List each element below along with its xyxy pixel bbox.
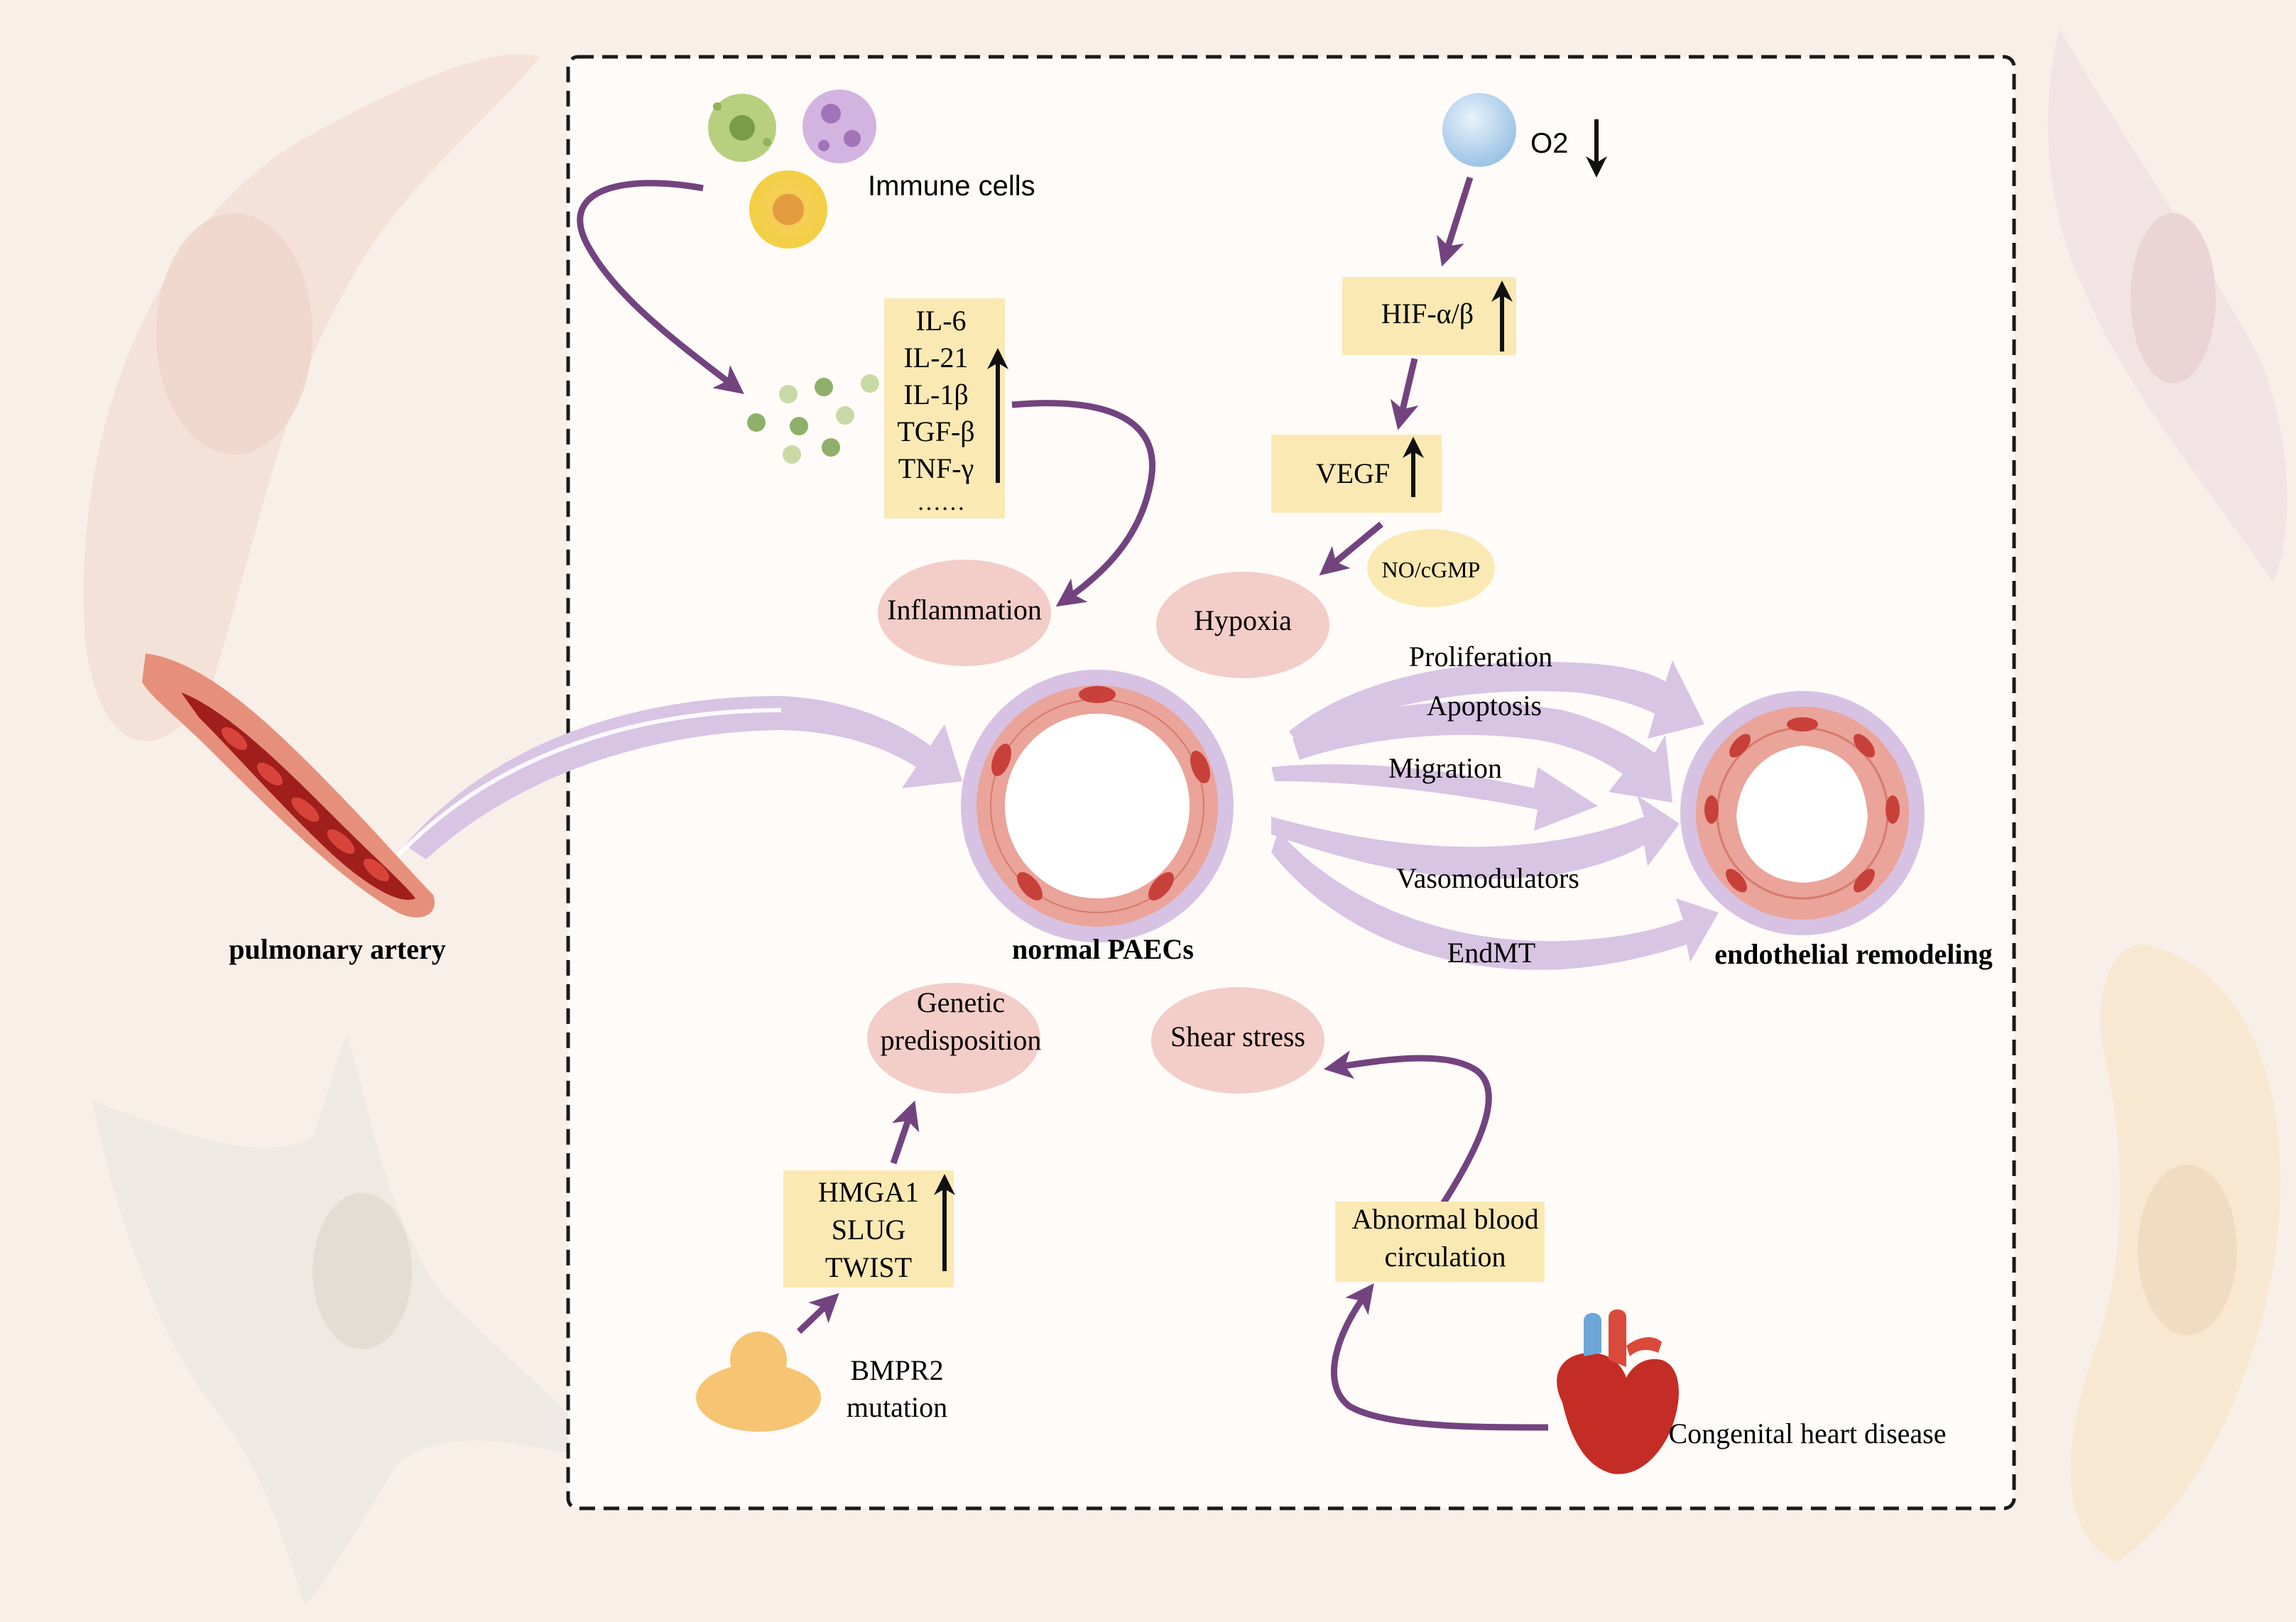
hif-to-vegf-arrow <box>1390 357 1419 430</box>
vegf-label: VEGF <box>1316 457 1390 489</box>
o2-label: O2 <box>1530 128 1568 159</box>
bmpr2-to-genes-arrow <box>796 1292 839 1334</box>
apoptosis-arrow <box>1293 702 1672 802</box>
genetic-predisposition-label-1: Genetic <box>917 986 1005 1018</box>
artery-to-paecs-arrow <box>405 696 962 859</box>
endothelial-remodeling-label: endothelial remodeling <box>1714 938 1992 970</box>
hif-box <box>1342 277 1516 355</box>
genetic-predisposition-label-2: predisposition <box>881 1024 1042 1056</box>
vegf-to-hypoxia-arrow <box>1319 521 1383 576</box>
apoptosis-label: Apoptosis <box>1427 690 1542 722</box>
pulmonary-artery-label: pulmonary artery <box>229 933 446 965</box>
cytokine-ellipsis: …… <box>917 489 965 516</box>
cytokine-tgfb: TGF-β <box>897 415 974 447</box>
abnormal-blood-box <box>1335 1202 1545 1282</box>
endothelial-remodeling-illustration <box>1680 691 1925 935</box>
cytokine-box <box>884 298 1005 518</box>
bg-cell-shape <box>83 54 540 741</box>
abnormal-blood-label-2: circulation <box>1384 1241 1506 1273</box>
bg-cell-nucleus <box>2138 1165 2237 1335</box>
genes-box <box>783 1170 954 1288</box>
hypoxia-oval <box>1156 572 1329 678</box>
no-cgmp-label: NO/cGMP <box>1382 557 1481 582</box>
cytokine-il21: IL-21 <box>903 342 968 374</box>
vasomodulators-label: Vasomodulators <box>1396 862 1579 894</box>
normal-paecs-label: normal PAECs <box>1012 933 1194 965</box>
abnormal-blood-label-1: Abnormal blood <box>1351 1203 1538 1235</box>
cytokine-il1b: IL-1β <box>903 379 968 410</box>
proliferation-label: Proliferation <box>1409 641 1552 673</box>
no-cgmp-oval <box>1367 529 1495 607</box>
pulmonary-artery-illustration <box>142 653 435 918</box>
endmt-arrow <box>1271 831 1719 970</box>
artery-highlight <box>396 708 782 858</box>
o2-to-hif-arrow <box>1437 176 1474 267</box>
heart-icon <box>1557 1309 1679 1474</box>
gene-hmga1: HMGA1 <box>818 1176 919 1208</box>
cytokine-dots <box>747 374 879 464</box>
bmpr2-protein-icon <box>696 1332 821 1432</box>
migration-arrow <box>1271 764 1598 831</box>
genetic-predisposition-oval <box>867 983 1040 1094</box>
cytokine-il6: IL-6 <box>915 305 966 337</box>
proliferation-arrow <box>1289 660 1704 746</box>
shear-stress-label: Shear stress <box>1170 1020 1305 1052</box>
normal-paecs-illustration <box>961 670 1234 942</box>
heart-to-abnormal-arrow <box>1331 1283 1549 1431</box>
inflammation-oval <box>878 560 1051 666</box>
inflammation-label: Inflammation <box>887 594 1042 626</box>
genes-to-genetic-arrow <box>890 1100 920 1165</box>
bg-cell-nucleus <box>156 213 312 455</box>
cytokine-tnfg: TNF-γ <box>898 452 974 484</box>
immune-to-cytokines-arrow <box>577 180 744 394</box>
immune-cells-icon <box>708 89 876 249</box>
abnormal-to-shear-arrow <box>1324 1050 1492 1208</box>
endmt-label: EndMT <box>1447 937 1535 969</box>
vasomodulators-arrow <box>1271 795 1680 879</box>
congenital-heart-label: Congenital heart disease <box>1669 1417 1947 1449</box>
immune-cells-label: Immune cells <box>868 170 1035 202</box>
gene-slug: SLUG <box>832 1214 905 1246</box>
hypoxia-label: Hypoxia <box>1194 604 1292 636</box>
shear-stress-oval <box>1151 987 1324 1094</box>
hif-label: HIF-α/β <box>1381 298 1474 330</box>
gene-twist: TWIST <box>825 1251 912 1283</box>
bmpr2-label-2: mutation <box>847 1391 947 1423</box>
bg-cell-nucleus <box>2131 213 2216 383</box>
bmpr2-label-1: BMPR2 <box>850 1354 943 1386</box>
cytokines-to-inflammation-arrow <box>1011 400 1155 607</box>
process-arrows <box>1271 660 1719 970</box>
migration-label: Migration <box>1388 752 1502 784</box>
o2-bubble-icon <box>1442 93 1516 167</box>
bg-cell-nucleus <box>312 1193 412 1349</box>
